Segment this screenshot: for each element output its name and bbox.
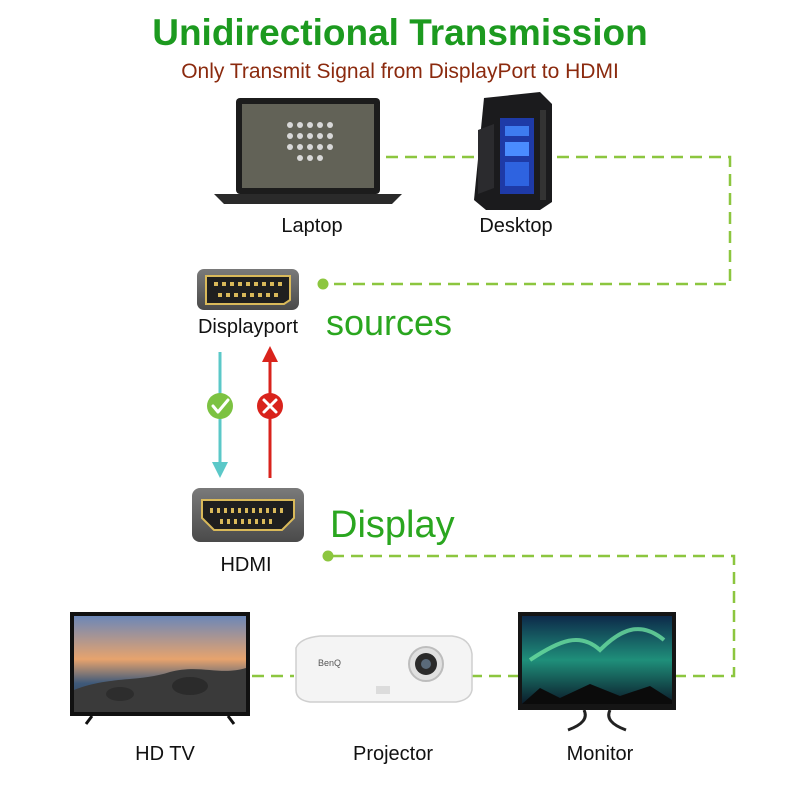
page-title: Unidirectional Transmission [152, 12, 648, 53]
hd-tv-label: HD TV [135, 743, 195, 765]
desktop-label: Desktop [479, 215, 553, 237]
monitor-label: Monitor [566, 743, 634, 765]
hdmi-port-icon [192, 488, 304, 542]
laptop-label: Laptop [281, 215, 343, 237]
projector-label: Projector [352, 743, 434, 765]
sources-dashed-connector [325, 155, 732, 286]
display-connector-dot [322, 550, 334, 562]
hdmi-label: HDMI [220, 554, 272, 576]
tv-icon [70, 612, 250, 725]
page-subtitle: Only Transmit Signal from DisplayPort to… [181, 60, 619, 83]
sources-group-label: sources [326, 302, 453, 343]
projector-icon: BenQ [295, 635, 473, 703]
laptop-icon [214, 98, 402, 204]
displayport-label: Displayport [197, 316, 299, 338]
svg-text:BenQ: BenQ [318, 658, 341, 668]
monitor-icon [518, 612, 676, 732]
check-icon [207, 393, 233, 419]
cross-icon [257, 393, 283, 419]
displayport-port-icon [197, 269, 299, 310]
sources-connector-dot [317, 278, 329, 290]
display-group-label: Display [330, 504, 455, 546]
desktop-tower-icon [474, 92, 552, 210]
display-dashed-connector [332, 554, 736, 678]
